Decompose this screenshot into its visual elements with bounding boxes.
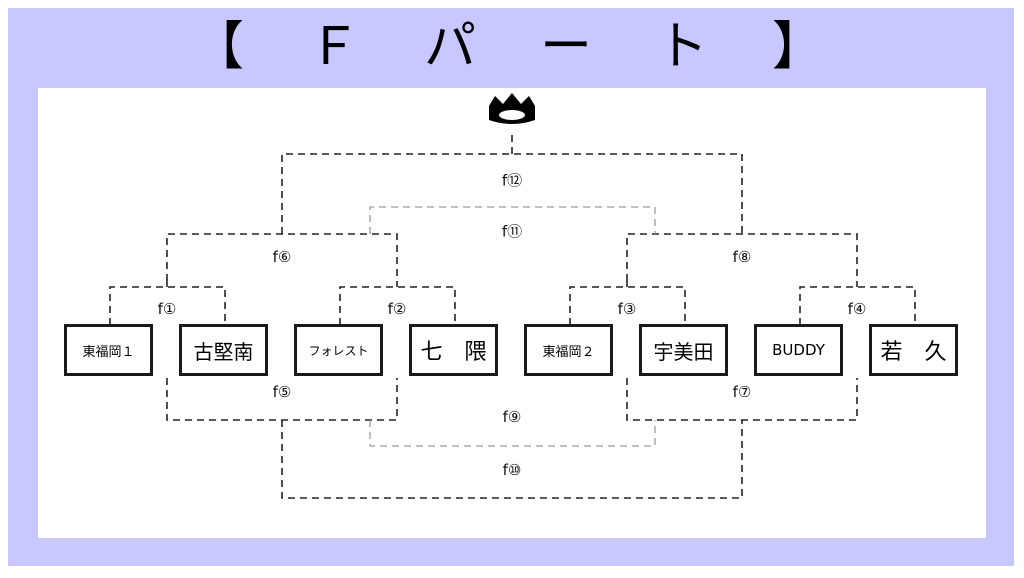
bracket-board — [38, 88, 986, 538]
connector-f8 — [626, 233, 858, 281]
connector-f3 — [569, 286, 686, 325]
connector-f9 — [369, 420, 656, 447]
connector-f4 — [799, 286, 916, 325]
team-box-1: 東福岡１ — [64, 324, 153, 376]
connector-f2 — [339, 286, 456, 325]
match-label-f11: f⑪ — [501, 222, 523, 241]
connector-f12 — [281, 153, 743, 234]
crown-icon — [489, 93, 535, 124]
team-box-5: 東福岡２ — [524, 324, 613, 376]
team-box-6: 宇美田 — [639, 324, 728, 376]
match-label-f8: f⑧ — [732, 248, 752, 266]
team-box-8: 若 久 — [869, 324, 958, 376]
match-label-f10: f⑩ — [502, 461, 522, 479]
team-box-2: 古堅南 — [179, 324, 268, 376]
connector-f11 — [369, 206, 656, 234]
match-label-f2: f② — [387, 300, 407, 318]
match-label-f4: f④ — [847, 300, 867, 318]
connector-f1 — [109, 286, 226, 325]
match-label-f3: f③ — [617, 300, 637, 318]
page-title: 【 Ｆ パ ー ト 】 — [191, 17, 830, 77]
match-label-f1: f① — [157, 300, 177, 318]
match-label-f5: f⑤ — [272, 383, 292, 401]
match-label-f12: f⑫ — [501, 171, 523, 190]
match-label-f7: f⑦ — [732, 383, 752, 401]
match-label-f9: f⑨ — [502, 408, 522, 426]
team-box-4: 七 隈 — [409, 324, 498, 376]
team-box-3: フォレスト — [294, 324, 383, 376]
connector-f10 — [281, 420, 743, 499]
team-box-7: BUDDY — [754, 324, 843, 376]
match-label-f6: f⑥ — [272, 248, 292, 266]
